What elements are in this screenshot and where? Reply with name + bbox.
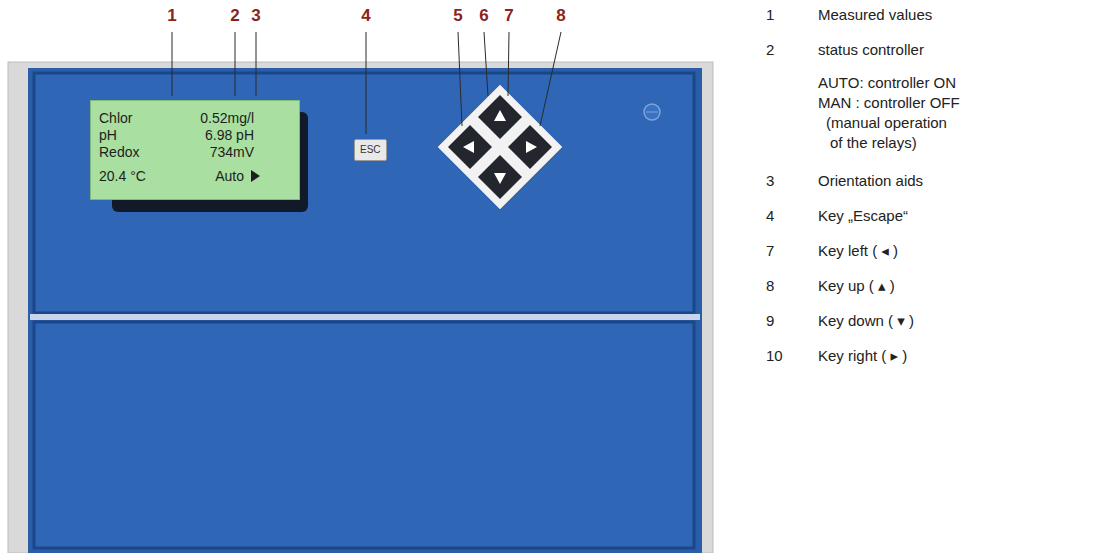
keypad-plate: [438, 85, 562, 209]
leader-line: [458, 32, 462, 126]
key-description: MAN : controller OFF: [818, 94, 960, 111]
reading-value: 734mV: [210, 145, 254, 160]
callout-number: 2: [230, 6, 239, 26]
key-number: 7: [766, 242, 774, 259]
key-right: [508, 125, 552, 169]
leader-lines: [172, 32, 561, 134]
key-description: Key down ( ▾ ): [818, 312, 914, 329]
panel-base: [28, 68, 702, 553]
arrow-right: [526, 141, 537, 153]
key-description: Key „Escape“: [818, 207, 908, 224]
key-number: 2: [766, 41, 774, 58]
key-number: 4: [766, 207, 774, 224]
callout-number: 3: [251, 6, 260, 26]
key-description: Measured values: [818, 6, 932, 23]
key-description: Key up ( ▴ ): [818, 277, 895, 294]
arrow-down: [494, 173, 506, 184]
key-description: (manual operation: [826, 114, 947, 131]
key-description: AUTO: controller ON: [818, 74, 956, 91]
orientation-arrow: [249, 169, 261, 183]
key-pad: [438, 85, 562, 209]
key-number: 1: [766, 6, 774, 23]
leader-line: [172, 32, 173, 96]
callout-number: 4: [361, 6, 370, 26]
leader-line: [256, 32, 257, 96]
arrow-up: [494, 110, 506, 121]
panel-icon-mark: [646, 112, 658, 113]
key-number: 9: [766, 312, 774, 329]
panel-icon: [644, 104, 660, 120]
leader-line: [484, 32, 488, 96]
callout-number: 1: [167, 6, 176, 26]
lcd-display: Chlor 0.52mg/l pH 6.98 pH Redox 734mV 20.4 °C A…: [90, 100, 300, 200]
key-left: [448, 125, 492, 169]
arrow-left: [463, 141, 474, 153]
escape-key: ESC: [354, 139, 387, 161]
orientation-arrow-shape: [251, 170, 260, 182]
reading-name: Redox: [99, 145, 139, 160]
leader-line: [366, 32, 367, 134]
reading-value: 0.52mg/l: [200, 111, 254, 126]
reading-value: Auto: [215, 169, 244, 184]
key-number: 8: [766, 277, 774, 294]
reading-name: 20.4 °C: [99, 169, 146, 184]
key-description: of the relays): [830, 134, 917, 151]
leader-line: [508, 32, 509, 96]
lower-panel: [34, 322, 694, 548]
housing-frame: [8, 62, 713, 553]
callout-number: 8: [556, 6, 565, 26]
key-description: status controller: [818, 41, 924, 58]
key-caption: ESC: [360, 144, 381, 156]
key-description: Orientation aids: [818, 172, 923, 189]
callout-number: 5: [453, 6, 462, 26]
key-description: Key left ( ◂ ): [818, 242, 898, 259]
key-up: [478, 95, 522, 139]
callout-number: 7: [504, 6, 513, 26]
separator-strip: [30, 314, 700, 320]
leader-line: [235, 32, 236, 96]
reading-name: Chlor: [99, 111, 132, 126]
upper-panel: [34, 73, 694, 313]
reading-value: 6.98 pH: [205, 128, 254, 143]
key-number: 3: [766, 172, 774, 189]
key-description: Key right ( ▸ ): [818, 347, 907, 364]
key-down: [478, 155, 522, 199]
reading-name: pH: [99, 128, 117, 143]
callout-number: 6: [479, 6, 488, 26]
leader-line: [540, 32, 561, 126]
key-number: 10: [766, 347, 783, 364]
